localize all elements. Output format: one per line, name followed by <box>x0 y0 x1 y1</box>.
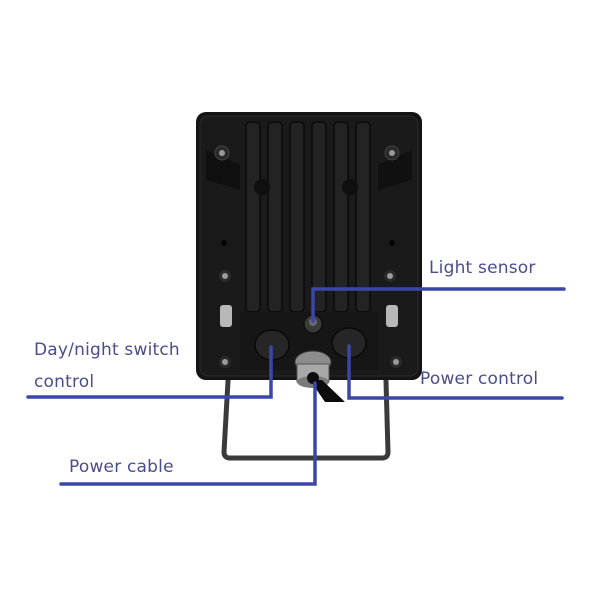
mounting-bracket <box>221 309 391 461</box>
label-power-cable: Power cable <box>69 457 174 477</box>
leader-line-day-night-switch <box>26 345 273 399</box>
callout-leader-lines <box>26 287 566 486</box>
heat-sink-fins <box>245 121 371 313</box>
leader-line-power-cable <box>59 381 317 486</box>
label-light-sensor: Light sensor <box>429 258 536 278</box>
label-day-night-switch-line1: Day/night switch <box>34 340 180 360</box>
label-power-control: Power control <box>420 369 539 389</box>
leader-line-power-control <box>347 344 564 400</box>
pivot-bolt-right <box>386 305 398 327</box>
leader-line-light-sensor <box>311 287 566 323</box>
label-day-night-switch-line2: control <box>34 372 95 392</box>
cable-gland <box>294 350 345 402</box>
screw-icon <box>214 145 402 368</box>
pivot-bolt-left <box>220 305 232 327</box>
light-housing <box>196 112 422 402</box>
